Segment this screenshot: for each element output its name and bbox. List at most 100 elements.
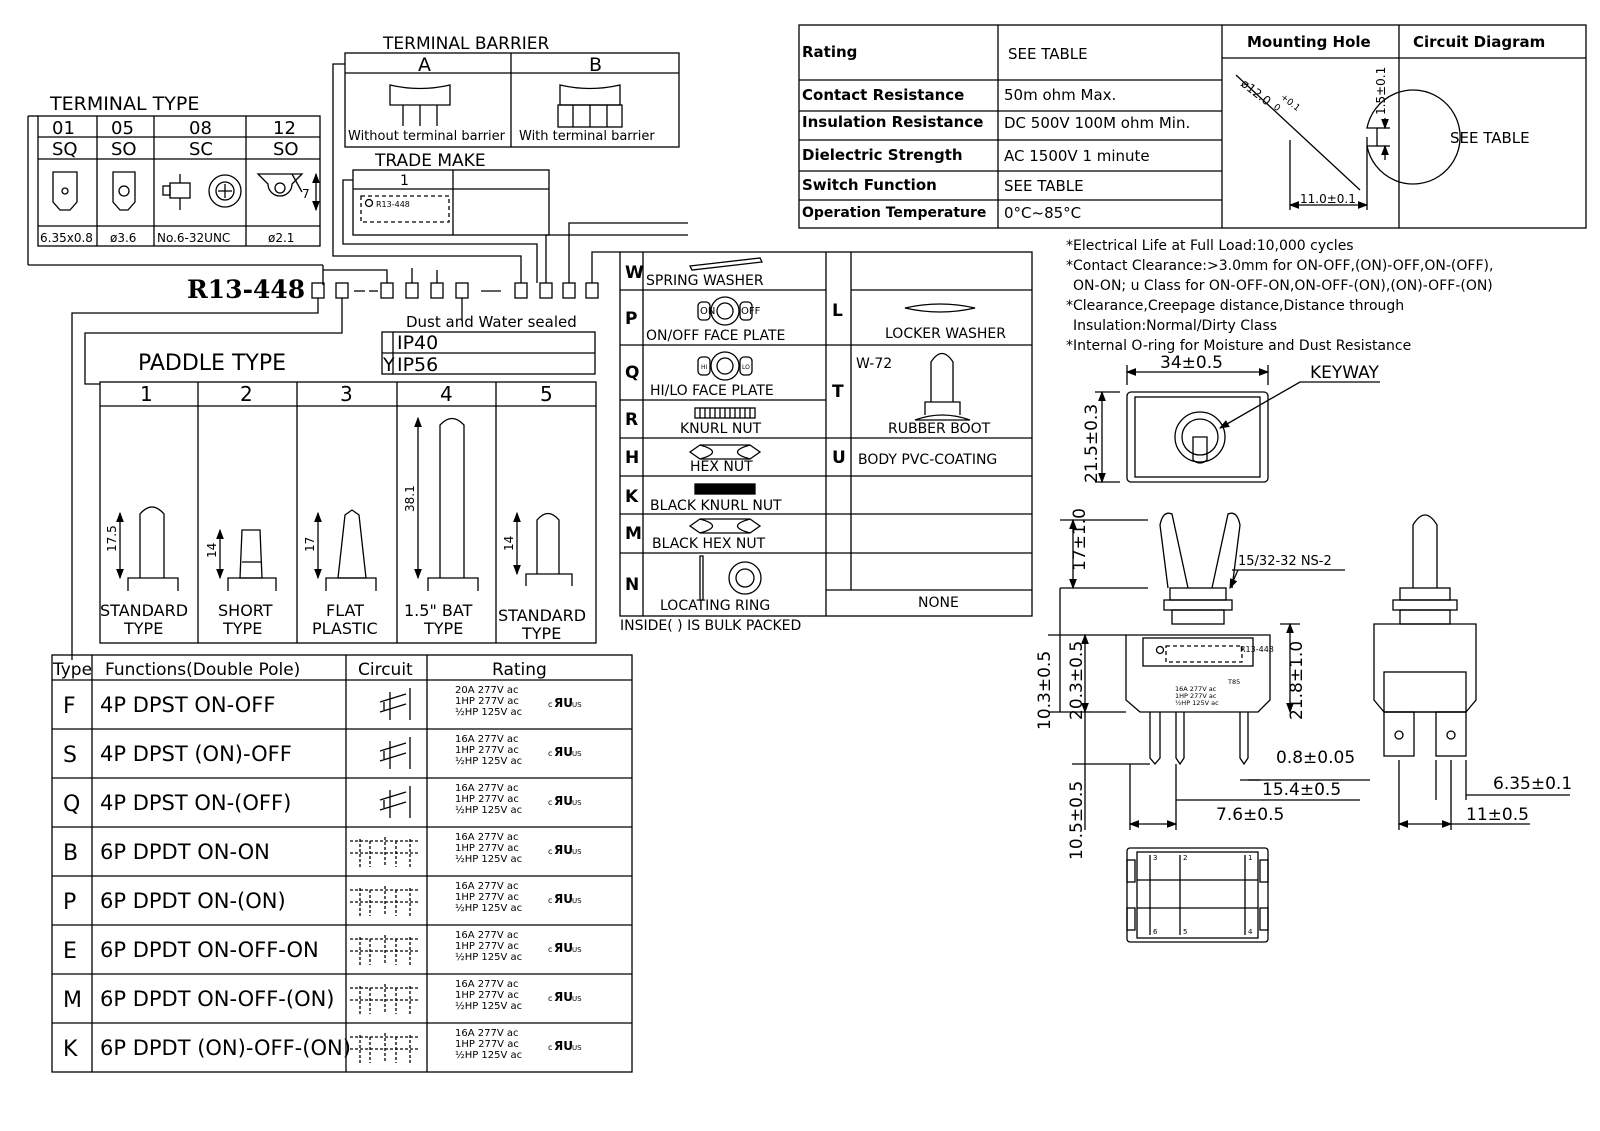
function-rating: 1HP 277V ac	[455, 696, 519, 707]
screw-terminal-icon	[162, 174, 242, 210]
spec-label: Operation Temperature	[802, 205, 986, 221]
paddle-code: 5	[540, 382, 553, 406]
face-plate-mark: ON	[700, 306, 715, 317]
spec-table	[798, 24, 1587, 229]
paddle-name-1: SHORT	[218, 601, 273, 620]
function-rating: 16A 277V ac	[455, 930, 518, 941]
switch-top-view	[1095, 365, 1380, 484]
paddle-code: 1	[140, 382, 153, 406]
mounting-hole-drawing	[1235, 74, 1461, 210]
mounting-hole-title: Mounting Hole	[1247, 33, 1371, 51]
terminal-barrier-title: TERMINAL BARRIER	[382, 34, 550, 54]
cert-mark-c: c	[548, 847, 552, 856]
function-rating: 1HP 277V ac	[455, 1039, 519, 1050]
mounting-hole-diameter: ø12.0	[1238, 76, 1273, 108]
circuit-symbol-icon	[379, 688, 411, 720]
paddle-name-2: TYPE	[222, 619, 262, 638]
accessory-code: M	[625, 524, 642, 544]
paddle-name-2: PLASTIC	[312, 619, 378, 638]
part-code-boxes	[311, 282, 599, 299]
terminal-code: 12	[273, 118, 296, 139]
dim-terminal-length: 10.5±0.5	[1067, 781, 1087, 860]
dim-side-pitch: 11±0.5	[1466, 805, 1529, 825]
function-header: Circuit	[358, 660, 413, 680]
mounting-hole-tolerance: 0	[1271, 102, 1282, 114]
terminal-type-table	[37, 115, 321, 247]
terminal-number: 4	[1248, 928, 1253, 936]
switch-side-view	[1373, 514, 1570, 830]
function-type: Q	[63, 792, 80, 817]
dim-top-height: 21.5±0.3	[1082, 404, 1102, 483]
function-rating: 1HP 277V ac	[455, 990, 519, 1001]
accessory-label: BODY PVC-COATING	[858, 452, 997, 468]
accessory-label: BLACK KNURL NUT	[650, 498, 782, 514]
paddle-name-1: STANDARD	[100, 601, 188, 620]
function-rating: 16A 277V ac	[455, 783, 518, 794]
paddle-code: 2	[240, 382, 253, 406]
function-name: 6P DPDT ON-(ON)	[100, 889, 286, 913]
function-header: Rating	[492, 660, 547, 680]
dim-terminal-pitch-b: 7.6±0.5	[1216, 805, 1284, 825]
body-mark: R13-448	[1240, 645, 1274, 654]
function-rating: 1HP 277V ac	[455, 843, 519, 854]
cert-mark-c: c	[548, 1043, 552, 1052]
accessory-label: HEX NUT	[690, 459, 753, 475]
cert-mark-us: US	[572, 799, 582, 807]
keyway-label: KEYWAY	[1310, 363, 1379, 383]
cert-mark-us: US	[572, 897, 582, 905]
cert-mark-ru: ЯU	[554, 1039, 573, 1053]
cert-mark-c: c	[548, 700, 552, 709]
on-off-face-plate-icon: ON OFF	[697, 296, 761, 326]
terminal-style: SC	[189, 139, 213, 160]
dim-body-height-right: 21.8±1.0	[1287, 641, 1307, 720]
accessory-code: W	[625, 263, 644, 283]
switch-bottom-view	[1126, 847, 1269, 943]
paddle-name-2: TYPE	[423, 619, 463, 638]
cert-mark-us: US	[572, 701, 582, 709]
terminal-type-title: TERMINAL TYPE	[49, 93, 199, 115]
accessory-code: K	[625, 487, 639, 507]
function-rating: ½HP 125V ac	[455, 951, 522, 963]
switch-front-view	[1048, 512, 1370, 830]
function-name: 4P DPST (ON)-OFF	[100, 742, 292, 766]
body-rating: 1HP 277V ac	[1175, 692, 1217, 700]
accessory-code: L	[832, 301, 843, 321]
circuit-diagram-title: Circuit Diagram	[1413, 33, 1545, 51]
circuit-symbol-icon	[379, 737, 411, 769]
spec-value: SEE TABLE	[1004, 177, 1084, 195]
mounting-keyway-dim: 1.5±0.1	[1374, 67, 1388, 115]
function-rating: 16A 277V ac	[455, 734, 518, 745]
function-type: B	[63, 841, 78, 866]
cert-mark-us: US	[572, 1044, 582, 1052]
spec-label: Contact Resistance	[802, 86, 964, 104]
function-name: 6P DPDT (ON)-OFF-(ON)	[100, 1036, 351, 1060]
cert-mark-ru: ЯU	[554, 794, 573, 808]
function-type: M	[63, 988, 82, 1013]
paddle-name-1: FLAT	[326, 601, 364, 620]
function-name: 4P DPST ON-OFF	[100, 693, 275, 717]
circuit-symbol-icon	[350, 1033, 420, 1063]
paddle-name-1: 1.5" BAT	[404, 601, 473, 620]
body-rating: T85	[1227, 678, 1240, 686]
trade-make-table	[352, 169, 550, 236]
terminal-number: 3	[1153, 854, 1157, 862]
locker-washer-icon	[904, 303, 976, 313]
spec-value: DC 500V 100M ohm Min.	[1004, 114, 1190, 132]
barrier-label: Without terminal barrier	[348, 129, 506, 144]
cert-mark-us: US	[572, 946, 582, 954]
paddle-name-1: STANDARD	[498, 606, 586, 625]
terminal-number: 5	[1183, 928, 1187, 936]
mounting-width-dim: 11.0±0.1	[1300, 192, 1356, 206]
face-plate-mark: OFF	[741, 306, 761, 317]
spec-label: Dielectric Strength	[802, 146, 963, 164]
note-line: Insulation:Normal/Dirty Class	[1073, 318, 1277, 334]
note-line: *Internal O-ring for Moisture and Dust R…	[1066, 338, 1411, 354]
black-hex-nut-icon	[688, 518, 762, 534]
terminal-code: 08	[189, 118, 212, 139]
sealing-title: Dust and Water sealed	[406, 313, 577, 331]
cert-mark-ru: ЯU	[554, 941, 573, 955]
cert-mark-c: c	[548, 994, 552, 1003]
note-line: *Clearance,Creepage distance,Distance th…	[1066, 298, 1404, 314]
cert-mark-c: c	[548, 896, 552, 905]
brand-logo-icon	[1155, 645, 1165, 655]
